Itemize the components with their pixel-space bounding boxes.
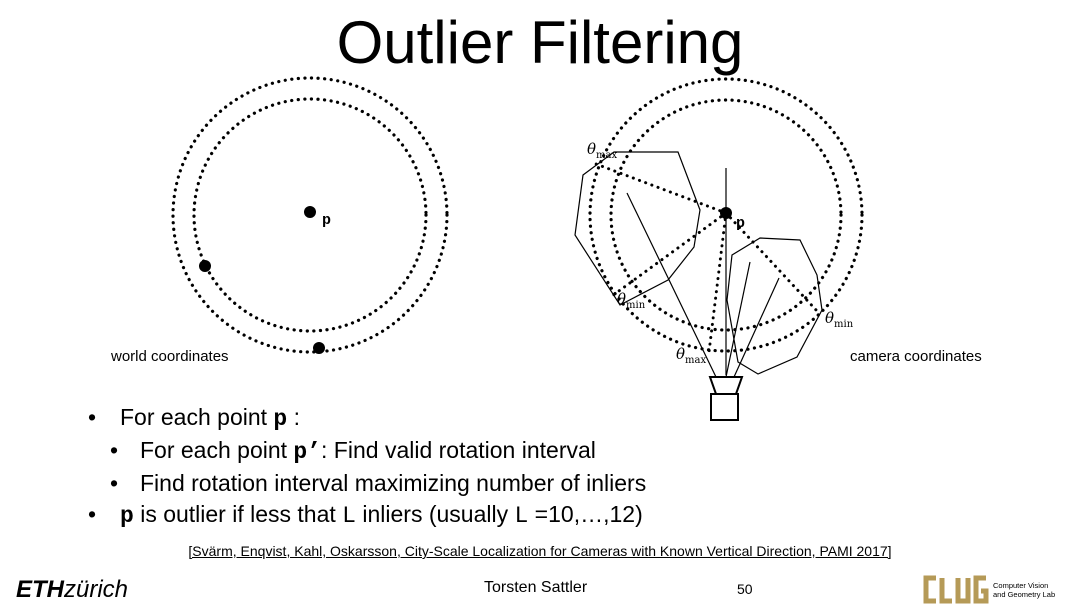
code-L: L [514, 503, 529, 529]
reference-link[interactable]: [Svärm, Enqvist, Kahl, Oskarsson, City-S… [188, 543, 892, 559]
slide-title: Outlier Filtering [336, 9, 744, 76]
right-polygon [726, 237, 823, 375]
cvg-lab-name: Computer Vision and Geometry Lab [993, 581, 1056, 599]
theta-min-label: θmin [617, 290, 646, 311]
point-p-label: p [322, 212, 331, 229]
theta-min-line [610, 211, 728, 298]
camera-coordinates-caption: camera coordinates [850, 348, 982, 365]
code-p-prime: p’ [293, 439, 322, 465]
bullet-item: • For each point p’: Find valid rotation… [110, 437, 596, 465]
author-name: Torsten Sattler [484, 579, 588, 596]
eth-zurich-logo: ETHzürich [16, 576, 129, 603]
bullet-dot: • [88, 404, 97, 430]
outer-dotted-circle [171, 76, 449, 354]
code-p: p [273, 406, 288, 432]
point-p [720, 207, 732, 219]
theta-min-line [724, 211, 819, 313]
theta-max-line [707, 211, 728, 354]
inner-dotted-circle [609, 98, 843, 332]
theta-min-label: θmin [825, 309, 854, 330]
camera-diagram: p θmax θmin θmin θmax [574, 77, 864, 421]
left-polygon [574, 151, 701, 306]
theta-max-label: θmax [587, 140, 617, 161]
theta-max-line [594, 162, 728, 215]
inlier-point [313, 342, 325, 354]
cvg-logo [923, 575, 989, 604]
theta-max-label: θmax [676, 345, 706, 366]
bullet-list: • For each point p : • For each point p’… [88, 402, 646, 532]
camera-icon [708, 376, 744, 421]
world-diagram: p [171, 76, 449, 354]
bullet-dot: • [110, 470, 119, 496]
point-p [304, 206, 316, 218]
page-number: 50 [737, 581, 753, 597]
code-L: L [342, 503, 356, 529]
inlier-point [199, 260, 211, 272]
inner-dotted-circle [192, 97, 428, 333]
world-coordinates-caption: world coordinates [111, 348, 229, 365]
point-p-label: p [736, 215, 745, 232]
bullet-dot: • [110, 437, 119, 463]
camera-ray [733, 277, 780, 378]
camera-ray [725, 261, 751, 378]
code-p: p [120, 503, 134, 529]
camera-ray [626, 192, 717, 378]
bullet-item: • p is outlier if less that L inliers (u… [88, 501, 643, 529]
bullet-item: • Find rotation interval maximizing numb… [88, 468, 646, 499]
outer-dotted-circle [588, 77, 864, 353]
bullet-dot: • [88, 501, 97, 527]
bullet-item: • For each point p : [88, 404, 301, 432]
